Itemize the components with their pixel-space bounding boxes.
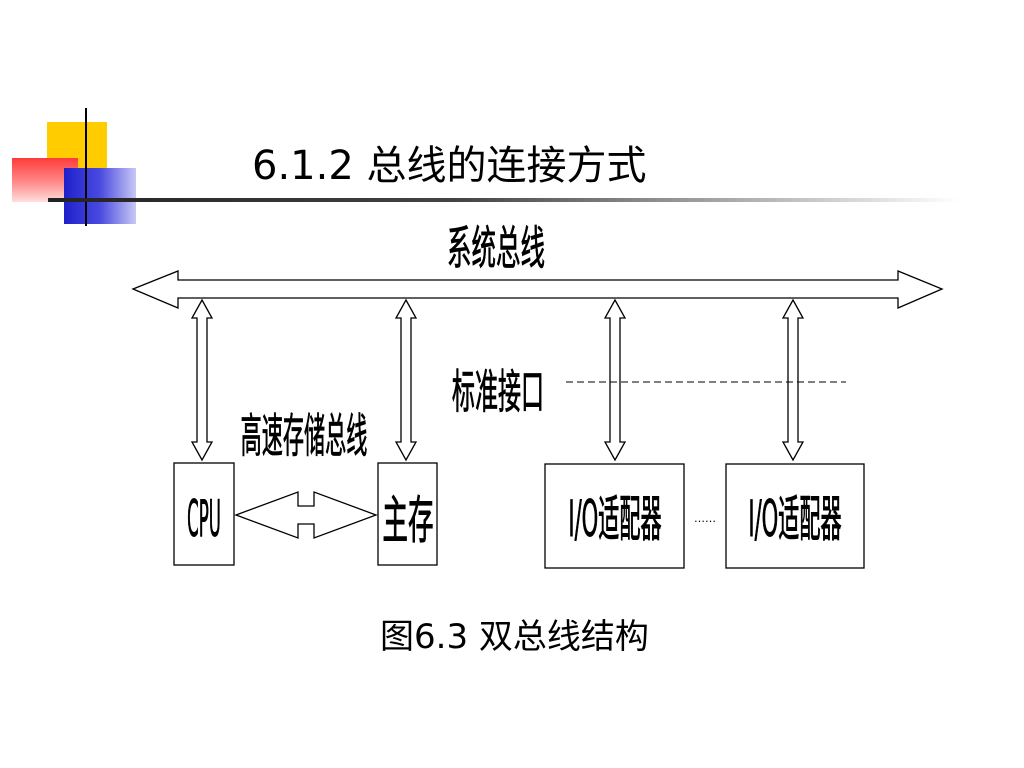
high-speed-bus-label: 高速存储总线 bbox=[241, 411, 368, 464]
system-bus-arrow bbox=[131, 270, 944, 309]
logo-blue-square bbox=[64, 168, 136, 224]
cpu-box bbox=[173, 462, 235, 566]
title-underline bbox=[48, 198, 960, 202]
io-adapter-label-1: I/O适配器 bbox=[568, 490, 661, 547]
io1-bus-arrow bbox=[603, 298, 627, 462]
cpu-label: CPU bbox=[187, 490, 221, 548]
main-memory-label: 主存 bbox=[382, 490, 433, 551]
io-adapter-label-2: I/O适配器 bbox=[748, 490, 841, 547]
figure-caption: 图6.3 双总线结构 bbox=[380, 617, 649, 657]
io2-bus-arrow bbox=[781, 298, 805, 462]
system-bus-label: 系统总线 bbox=[447, 222, 545, 276]
logo-vertical-line bbox=[85, 108, 87, 226]
cpu-bus-arrow bbox=[190, 298, 214, 462]
standard-interface-label: 标准接口 bbox=[452, 365, 544, 419]
memory-bus-arrow bbox=[394, 298, 418, 462]
io-adapter-box-2 bbox=[725, 463, 865, 569]
high-speed-bus-arrow bbox=[234, 491, 378, 539]
io-adapter-box-1 bbox=[544, 463, 685, 569]
slide-title: 6.1.2 总线的连接方式 bbox=[252, 143, 647, 189]
main-memory-box bbox=[377, 462, 438, 566]
adapter-ellipsis: …… bbox=[694, 512, 716, 525]
